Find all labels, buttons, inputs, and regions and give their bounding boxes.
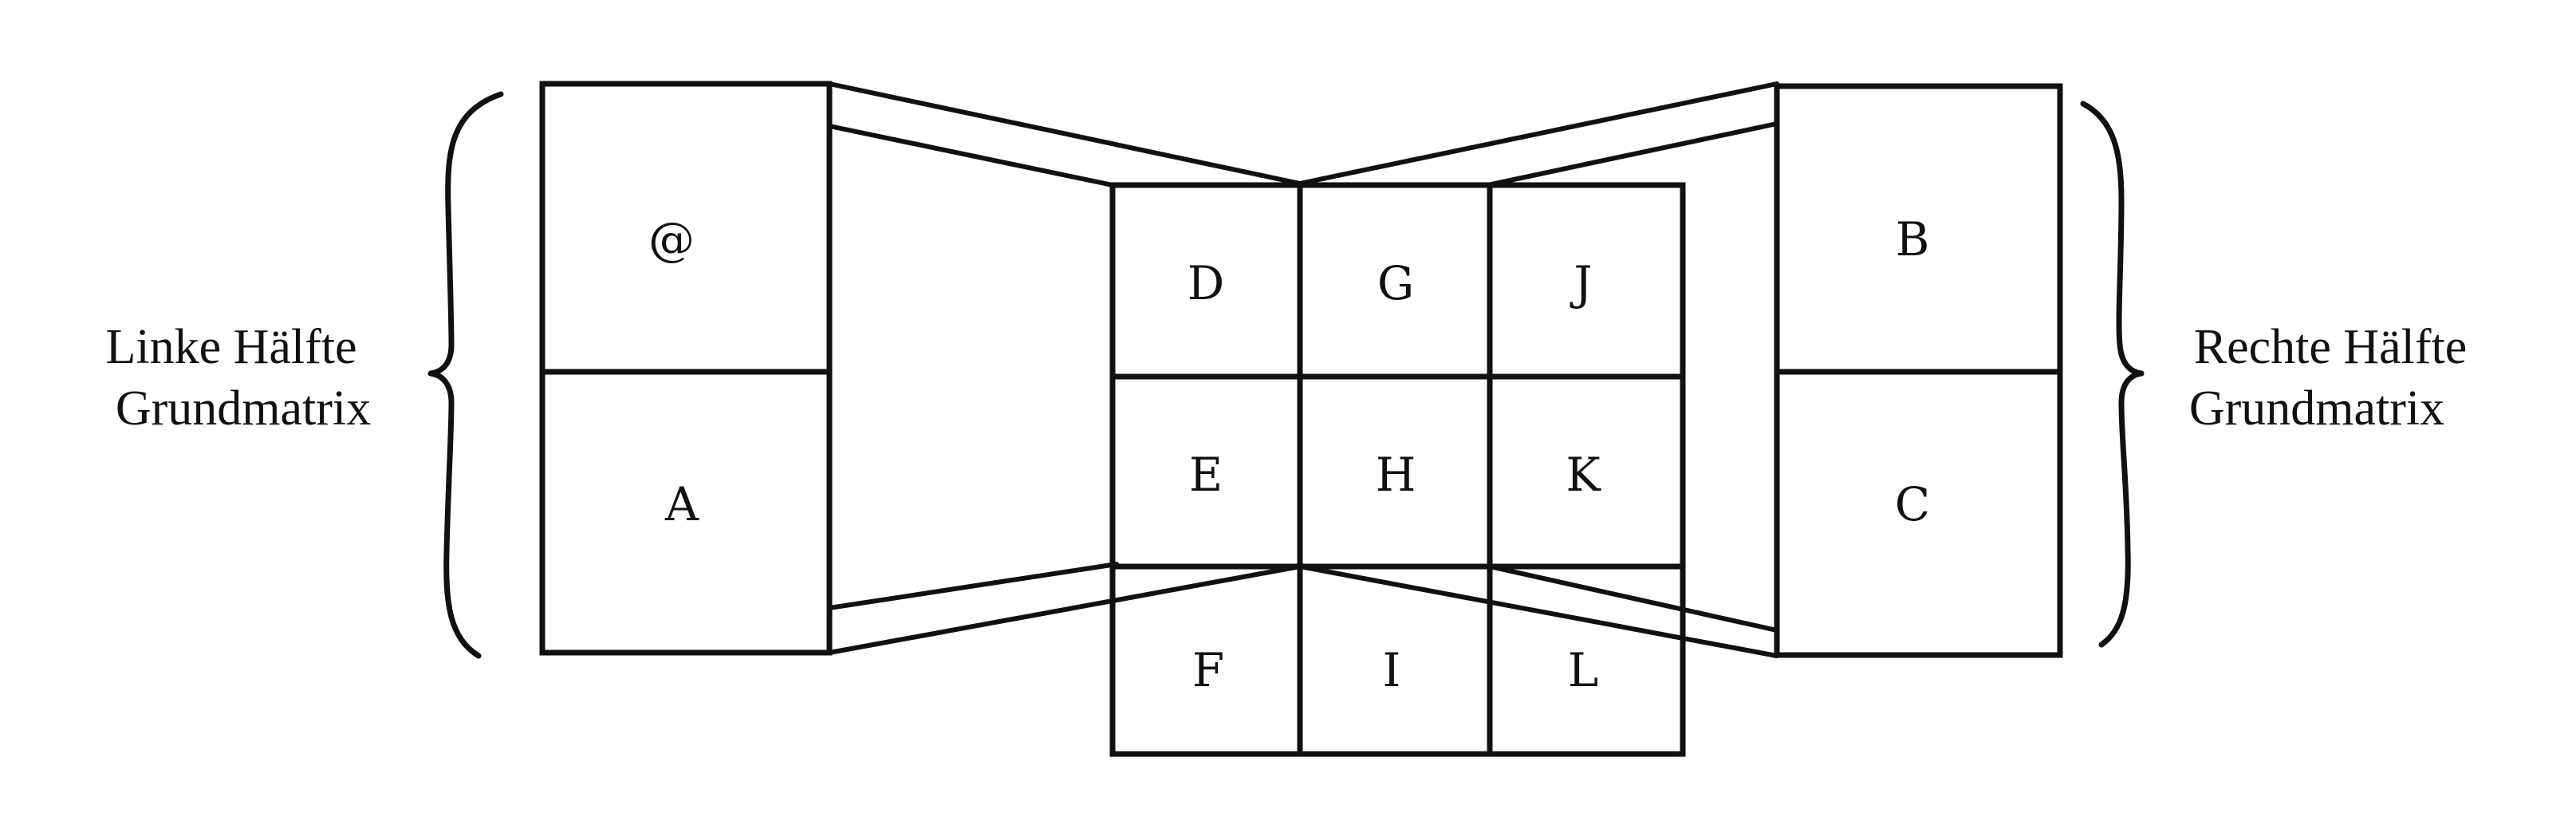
right-matrix-cell-top: B: [1896, 212, 1930, 266]
right-brace: [2080, 101, 2145, 648]
right-matrix-cell-bottom: C: [1895, 477, 1930, 531]
right-connector-top-outer: [1298, 81, 1779, 186]
left-matrix-cell-bottom: A: [664, 477, 699, 531]
left-label-line-1: Linke Hälfte: [105, 320, 356, 374]
left-matrix: @ A: [539, 81, 833, 656]
grid-cell-r1c3: J: [1570, 256, 1592, 310]
left-half-label: Linke Hälfte Grundmatrix: [105, 320, 371, 436]
grid-cell-r2c1: E: [1189, 448, 1223, 502]
grid-cell-r2c2: H: [1376, 448, 1416, 502]
right-label-line-2: Grundmatrix: [2189, 381, 2444, 436]
grid-cell-r2c3: K: [1566, 448, 1601, 502]
left-matrix-cell-top: @: [648, 212, 695, 266]
left-connector-top-outer: [827, 81, 1302, 186]
right-connectors: [1298, 81, 1779, 658]
right-connector-bottom-inner: [1487, 564, 1779, 633]
grid-cell-r1c2: G: [1377, 256, 1414, 310]
right-label-line-1: Rechte Hälfte: [2194, 320, 2468, 374]
grid-cell-r3c3: L: [1568, 643, 1599, 697]
right-half-label: Rechte Hälfte Grundmatrix: [2189, 320, 2467, 436]
center-grid-frame: [1109, 182, 1686, 757]
left-connector-bottom-inner: [827, 562, 1119, 610]
left-connector-top-inner: [827, 124, 1115, 188]
left-brace: [427, 91, 504, 659]
right-connector-top-inner: [1485, 121, 1779, 188]
left-connectors: [827, 81, 1302, 655]
center-grid: D G J E H K F I L: [1109, 182, 1686, 757]
left-matrix-frame: [539, 81, 833, 656]
right-connector-bottom-outer: [1298, 564, 1779, 658]
grid-cell-r3c1: F: [1192, 643, 1224, 697]
left-connector-bottom-outer: [827, 564, 1302, 655]
right-matrix: B C: [1774, 83, 2063, 658]
grid-cell-r1c1: D: [1188, 256, 1225, 310]
left-label-line-2: Grundmatrix: [116, 381, 371, 436]
grid-cell-r3c2: I: [1383, 643, 1401, 697]
